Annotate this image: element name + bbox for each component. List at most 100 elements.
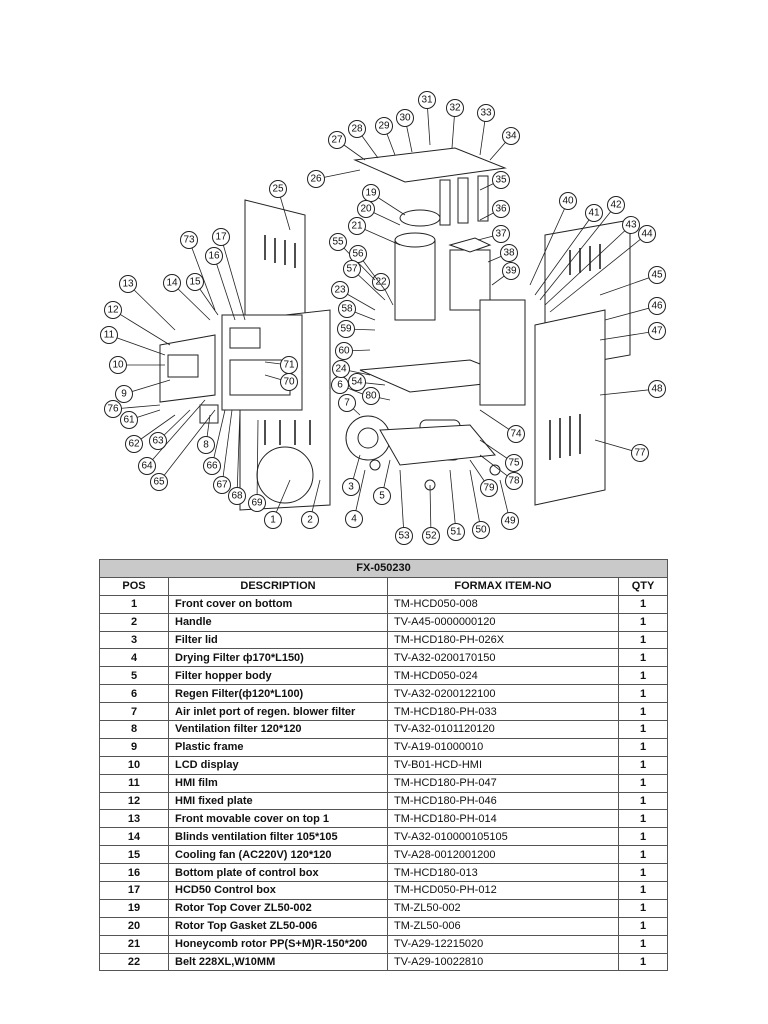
callout-9: 9 <box>115 379 171 403</box>
callout-69: 69 <box>248 419 266 512</box>
callout-36: 36 <box>479 200 510 221</box>
callout-circle <box>447 523 465 541</box>
callout-number: 48 <box>651 384 663 395</box>
callout-number: 33 <box>480 108 492 119</box>
callout-circle <box>505 454 523 472</box>
leader-line <box>256 419 259 504</box>
machine-parts <box>159 147 631 511</box>
cell-pos: 6 <box>99 684 169 704</box>
callout-number: 73 <box>183 235 195 246</box>
callout-61: 61 <box>120 409 161 429</box>
callout-48: 48 <box>599 380 666 398</box>
callout-number: 49 <box>504 516 516 527</box>
leader-line <box>529 200 569 286</box>
leader-line <box>220 236 246 321</box>
cell-pos: 10 <box>99 755 169 775</box>
callout-number: 43 <box>625 220 637 231</box>
callout-number: 59 <box>340 324 352 335</box>
cell-desc: Cooling fan (AC220V) 120*120 <box>168 845 388 865</box>
callout-number: 45 <box>651 270 663 281</box>
cell-desc: Rotor Top Gasket ZL50-006 <box>168 916 388 936</box>
cell-pos: 20 <box>99 916 169 936</box>
callout-number: 61 <box>123 415 135 426</box>
rotor-housing <box>394 239 436 321</box>
parts-list-table: FX-050230 POS DESCRIPTION FORMAX ITEM-NO… <box>99 559 668 972</box>
callout-number: 21 <box>351 221 363 232</box>
leader-line <box>146 399 206 467</box>
callout-circle <box>477 104 495 122</box>
cell-pos: 11 <box>99 773 169 793</box>
callout-number: 34 <box>505 131 517 142</box>
callout-number: 58 <box>341 304 353 315</box>
leader-line <box>599 388 658 396</box>
callout-circle <box>205 247 223 265</box>
callout-number: 23 <box>334 285 346 296</box>
leader-line <box>236 409 241 497</box>
callout-number: 47 <box>651 326 663 337</box>
callout-46: 46 <box>604 297 666 321</box>
cell-qty: 1 <box>618 612 668 632</box>
callout-number: 19 <box>365 188 377 199</box>
cell-item: TM-HCD050-024 <box>387 666 619 686</box>
callout-circle <box>505 472 523 490</box>
callout-circle <box>502 127 520 145</box>
right-front-panel <box>534 309 606 506</box>
callout-circle <box>585 204 603 222</box>
callout-75: 75 <box>479 439 523 472</box>
callout-circle <box>357 200 375 218</box>
cell-item: TV-A45-0000000120 <box>387 612 619 632</box>
callout-39: 39 <box>491 262 520 286</box>
callout-circle <box>373 487 391 505</box>
callout-number: 67 <box>216 480 228 491</box>
cell-desc: Belt 228XL,W10MM <box>168 952 388 972</box>
callout-number: 13 <box>122 279 134 290</box>
callout-circle <box>348 217 366 235</box>
leader-line <box>188 239 216 311</box>
cell-desc: HCD50 Control box <box>168 881 388 900</box>
leader-line <box>469 469 482 531</box>
callout-number: 14 <box>166 278 178 289</box>
leader-line <box>221 409 233 486</box>
callout-number: 52 <box>425 531 437 542</box>
cell-desc: Drying Filter ф170*L150) <box>168 648 388 668</box>
cell-pos: 2 <box>99 612 169 632</box>
cell-qty: 1 <box>618 845 668 865</box>
cell-pos: 16 <box>99 863 169 883</box>
callout-52: 52 <box>422 484 440 545</box>
callout-11: 11 <box>100 326 166 356</box>
cell-pos: 17 <box>99 881 169 900</box>
cell-qty: 1 <box>618 702 668 722</box>
cell-item: TM-HCD180-013 <box>387 863 619 883</box>
callout-76: 76 <box>104 400 161 418</box>
callout-44: 44 <box>549 225 656 313</box>
callout-circle <box>203 457 221 475</box>
cell-pos: 3 <box>99 630 169 650</box>
cell-item: TV-A29-12215020 <box>387 934 619 954</box>
cell-qty: 1 <box>618 737 668 757</box>
callout-50: 50 <box>469 469 490 539</box>
cell-qty: 1 <box>618 773 668 793</box>
callout-number: 53 <box>398 531 410 542</box>
callout-circle <box>332 360 350 378</box>
callout-circle <box>329 233 347 251</box>
callout-circle <box>395 527 413 545</box>
cell-qty: 1 <box>618 648 668 668</box>
cell-item: TV-A29-10022810 <box>387 952 619 972</box>
callout-38: 38 <box>487 244 518 263</box>
callout-number: 37 <box>495 229 507 240</box>
callout-number: 35 <box>495 175 507 186</box>
callout-40: 40 <box>529 192 577 286</box>
cell-desc: HMI fixed plate <box>168 791 388 811</box>
cell-desc: HMI film <box>168 773 388 793</box>
callout-23: 23 <box>331 281 376 311</box>
top-plate <box>353 147 507 183</box>
callout-60: 60 <box>335 342 371 360</box>
leader-line <box>534 212 595 296</box>
cell-desc: Front cover on bottom <box>168 594 388 614</box>
callout-number: 57 <box>346 264 358 275</box>
callout-number: 8 <box>203 440 209 451</box>
callout-circle <box>150 473 168 491</box>
callout-49: 49 <box>499 479 519 530</box>
